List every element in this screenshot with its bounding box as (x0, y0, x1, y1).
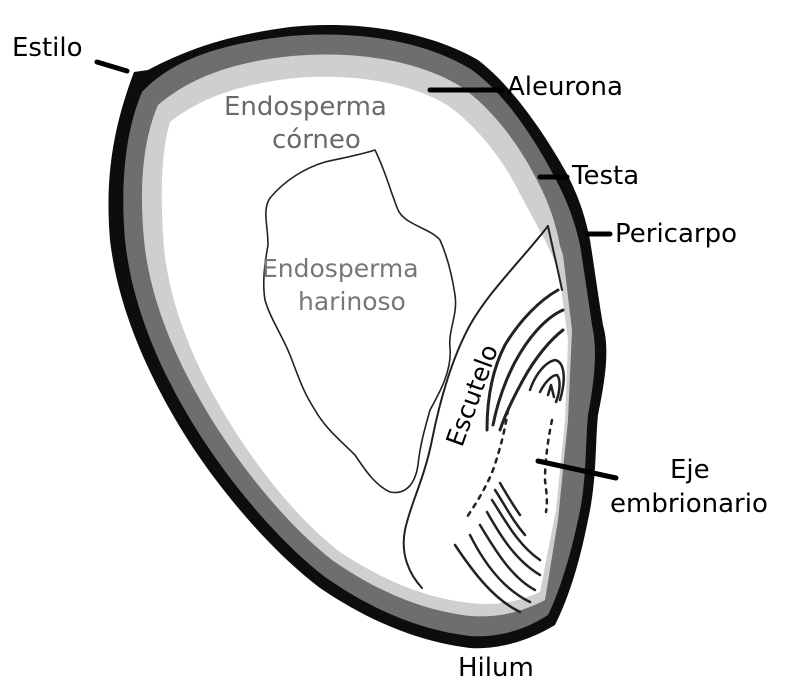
label-eje-1: Eje (670, 455, 710, 485)
label-aleurona: Aleurona (507, 72, 623, 102)
label-testa: Testa (571, 161, 639, 191)
leader-estilo (97, 62, 127, 71)
label-endosperma-corneo-2: córneo (272, 125, 361, 155)
label-hilum: Hilum (458, 653, 534, 683)
label-endosperma-harinoso-1: Endosperma (262, 254, 419, 283)
label-estilo: Estilo (12, 33, 83, 63)
label-endosperma-corneo-1: Endosperma (224, 92, 387, 122)
label-pericarpo: Pericarpo (615, 219, 737, 249)
label-eje-2: embrionario (610, 489, 768, 519)
label-endosperma-harinoso-2: harinoso (298, 287, 406, 316)
